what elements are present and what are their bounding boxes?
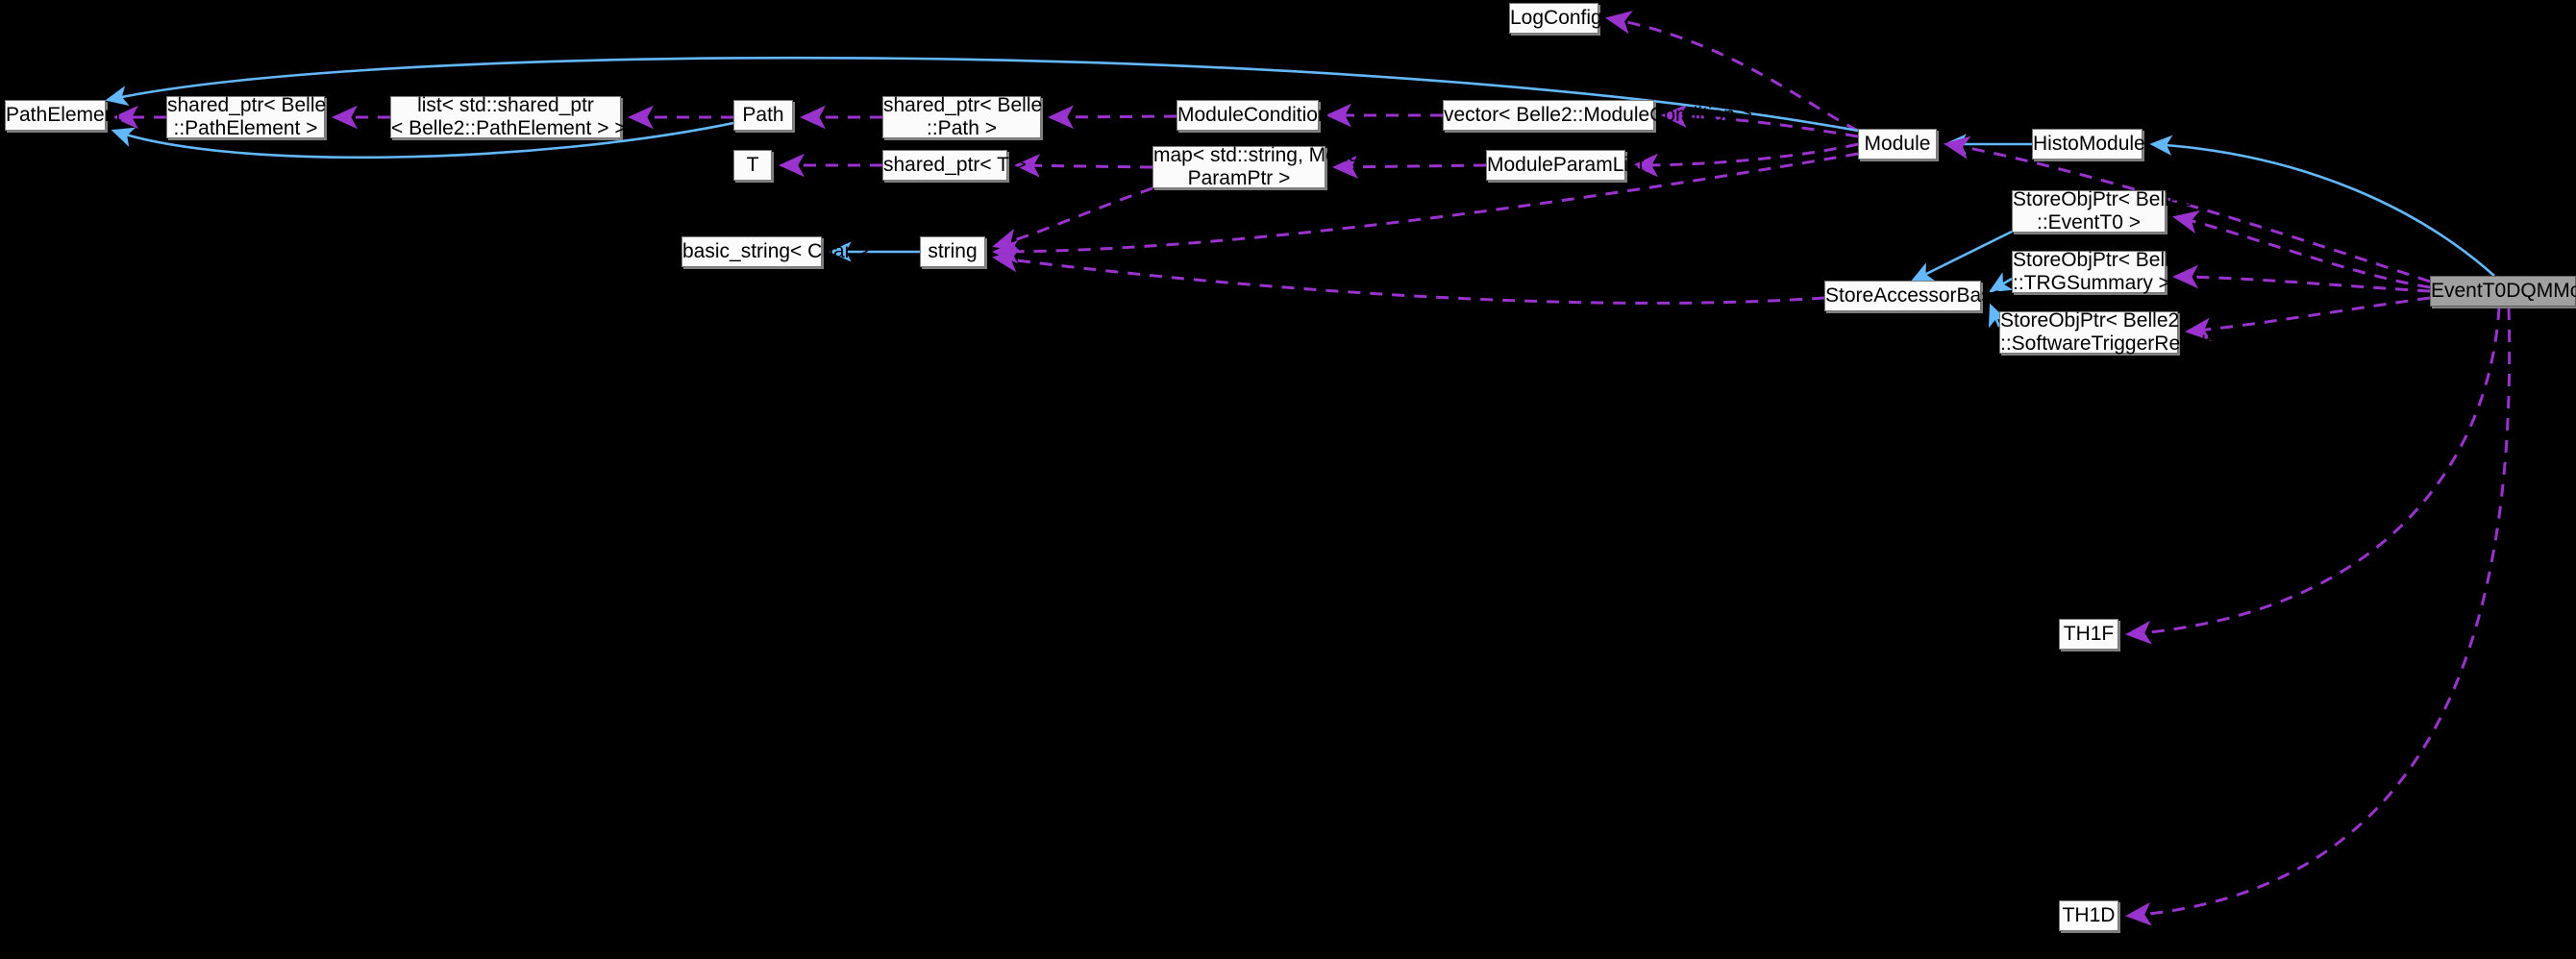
class-node-map-string-moduleparamptr[interactable]: map< std::string, Module ParamPtr > xyxy=(1152,144,1375,189)
class-node-label: TH1D xyxy=(2062,904,2116,927)
edge-e-eventt0dqm-to-histomodule xyxy=(2149,135,2495,277)
class-node-label: map< std::string, Module ParamPtr > xyxy=(1153,144,1375,189)
class-node-label: StoreObjPtr< Belle2 ::TRGSummary > xyxy=(2013,249,2192,294)
edge-e-map-to-string xyxy=(992,186,1153,252)
class-node-shared-ptr-path[interactable]: shared_ptr< Belle2 ::Path > xyxy=(882,94,1053,139)
class-node-label: Path xyxy=(742,104,784,127)
class-node-vector-module-condition[interactable]: vector< Belle2::ModuleCondition > xyxy=(1443,100,1753,131)
class-node-label: Module xyxy=(1864,133,1931,156)
class-node-module-condition[interactable]: ModuleCondition xyxy=(1177,100,1329,131)
class-node-store-obj-ptr-trgsummary[interactable]: StoreObjPtr< Belle2 ::TRGSummary > xyxy=(2012,249,2192,294)
class-node-store-obj-ptr-eventt0[interactable]: StoreObjPtr< Belle2 ::EventT0 > xyxy=(2012,188,2192,234)
edge-e-storeobjptr-swtr-to-storeaccessor xyxy=(1989,303,2008,329)
edge-e-eventt0dqm-to-storeobjptr-eventt0 xyxy=(2172,209,2431,289)
class-node-label: StoreObjPtr< Belle2 ::SoftwareTriggerRes… xyxy=(2000,309,2229,355)
class-node-store-obj-ptr-softwaretriggerresult[interactable]: StoreObjPtr< Belle2 ::SoftwareTriggerRes… xyxy=(1999,309,2229,355)
edge-e-eventt0dqm-to-th1f xyxy=(2125,307,2501,645)
class-node-label: list< std::shared_ptr < Belle2::PathElem… xyxy=(391,94,627,139)
class-node-log-config[interactable]: LogConfig xyxy=(1509,3,1602,34)
class-node-th1f[interactable]: TH1F xyxy=(2059,619,2118,650)
class-node-label: StoreAccessorBase xyxy=(1825,284,2003,307)
class-node-store-accessor-base[interactable]: StoreAccessorBase xyxy=(1824,281,2003,311)
class-node-label: PathElement xyxy=(6,104,122,127)
edge-e-module-to-vector xyxy=(1661,104,1859,138)
edge-e-eventt0dqm-to-module xyxy=(1944,135,2431,283)
edge-e-storeobjptr-eventt0-to-storeaccessor xyxy=(1910,230,2013,283)
edge-e-map-to-sharedptrt xyxy=(1014,154,1153,178)
class-node-shared-ptr-t[interactable]: shared_ptr< T > xyxy=(882,150,1027,181)
class-node-histo-module[interactable]: HistoModule xyxy=(2032,129,2145,160)
class-node-path-element[interactable]: PathElement xyxy=(5,100,122,131)
class-node-basic-string-char[interactable]: basic_string< Char > xyxy=(681,236,869,267)
class-node-module[interactable]: Module xyxy=(1858,129,1937,160)
class-node-shared-ptr-pathelement[interactable]: shared_ptr< Belle2 ::PathElement > xyxy=(166,94,337,139)
edge-e-eventt0dqm-to-storeobjptr-trg xyxy=(2172,264,2431,293)
class-node-label: T xyxy=(746,154,759,177)
class-node-label: shared_ptr< T > xyxy=(883,154,1027,177)
class-node-label: TH1F xyxy=(2063,623,2115,646)
class-node-label: shared_ptr< Belle2 ::Path > xyxy=(883,94,1053,139)
class-node-label: vector< Belle2::ModuleCondition > xyxy=(1444,104,1753,127)
class-node-t[interactable]: T xyxy=(733,150,772,181)
class-node-event-t0-dqm-module[interactable]: EventT0DQMModule xyxy=(2430,276,2576,307)
edge-e-module-to-logconfig xyxy=(1605,11,1859,133)
class-node-label: StoreObjPtr< Belle2 ::EventT0 > xyxy=(2013,188,2192,234)
class-node-module-param-list[interactable]: ModuleParamList xyxy=(1486,150,1645,181)
class-node-label: ModuleParamList xyxy=(1487,154,1645,177)
class-node-list-shared-ptr-pathelement[interactable]: list< std::shared_ptr < Belle2::PathElem… xyxy=(390,94,627,139)
edge-e-module-to-modparamlist xyxy=(1632,142,1859,178)
edge-e-module-to-string xyxy=(992,152,1859,264)
class-node-label: ModuleCondition xyxy=(1177,104,1329,127)
edge-e-storeobjptr-trg-to-storeaccessor xyxy=(1988,272,2014,293)
class-node-label: basic_string< Char > xyxy=(682,240,869,263)
class-node-label: EventT0DQMModule xyxy=(2431,280,2576,303)
edge-e-modcond-to-sharedptrpath xyxy=(1048,105,1177,130)
edge-e-storeaccessor-to-string xyxy=(992,248,1825,305)
class-node-string[interactable]: string xyxy=(920,236,985,267)
edge-e-eventt0dqm-to-storeobjptr-swtr xyxy=(2185,296,2431,341)
class-node-label: HistoModule xyxy=(2033,133,2145,156)
class-node-label: string xyxy=(928,240,978,263)
class-node-path[interactable]: Path xyxy=(733,100,793,131)
class-node-label: shared_ptr< Belle2 ::PathElement > xyxy=(167,94,337,139)
edge-e-modparamlist-to-map xyxy=(1332,155,1487,179)
edge-e-module-to-pathelement xyxy=(105,56,1859,133)
class-node-label: LogConfig xyxy=(1510,7,1602,30)
edge-e-eventt0dqm-to-th1d xyxy=(2125,307,2512,926)
edge-e-path-to-pathelement xyxy=(111,121,734,160)
class-node-th1d[interactable]: TH1D xyxy=(2059,900,2118,931)
